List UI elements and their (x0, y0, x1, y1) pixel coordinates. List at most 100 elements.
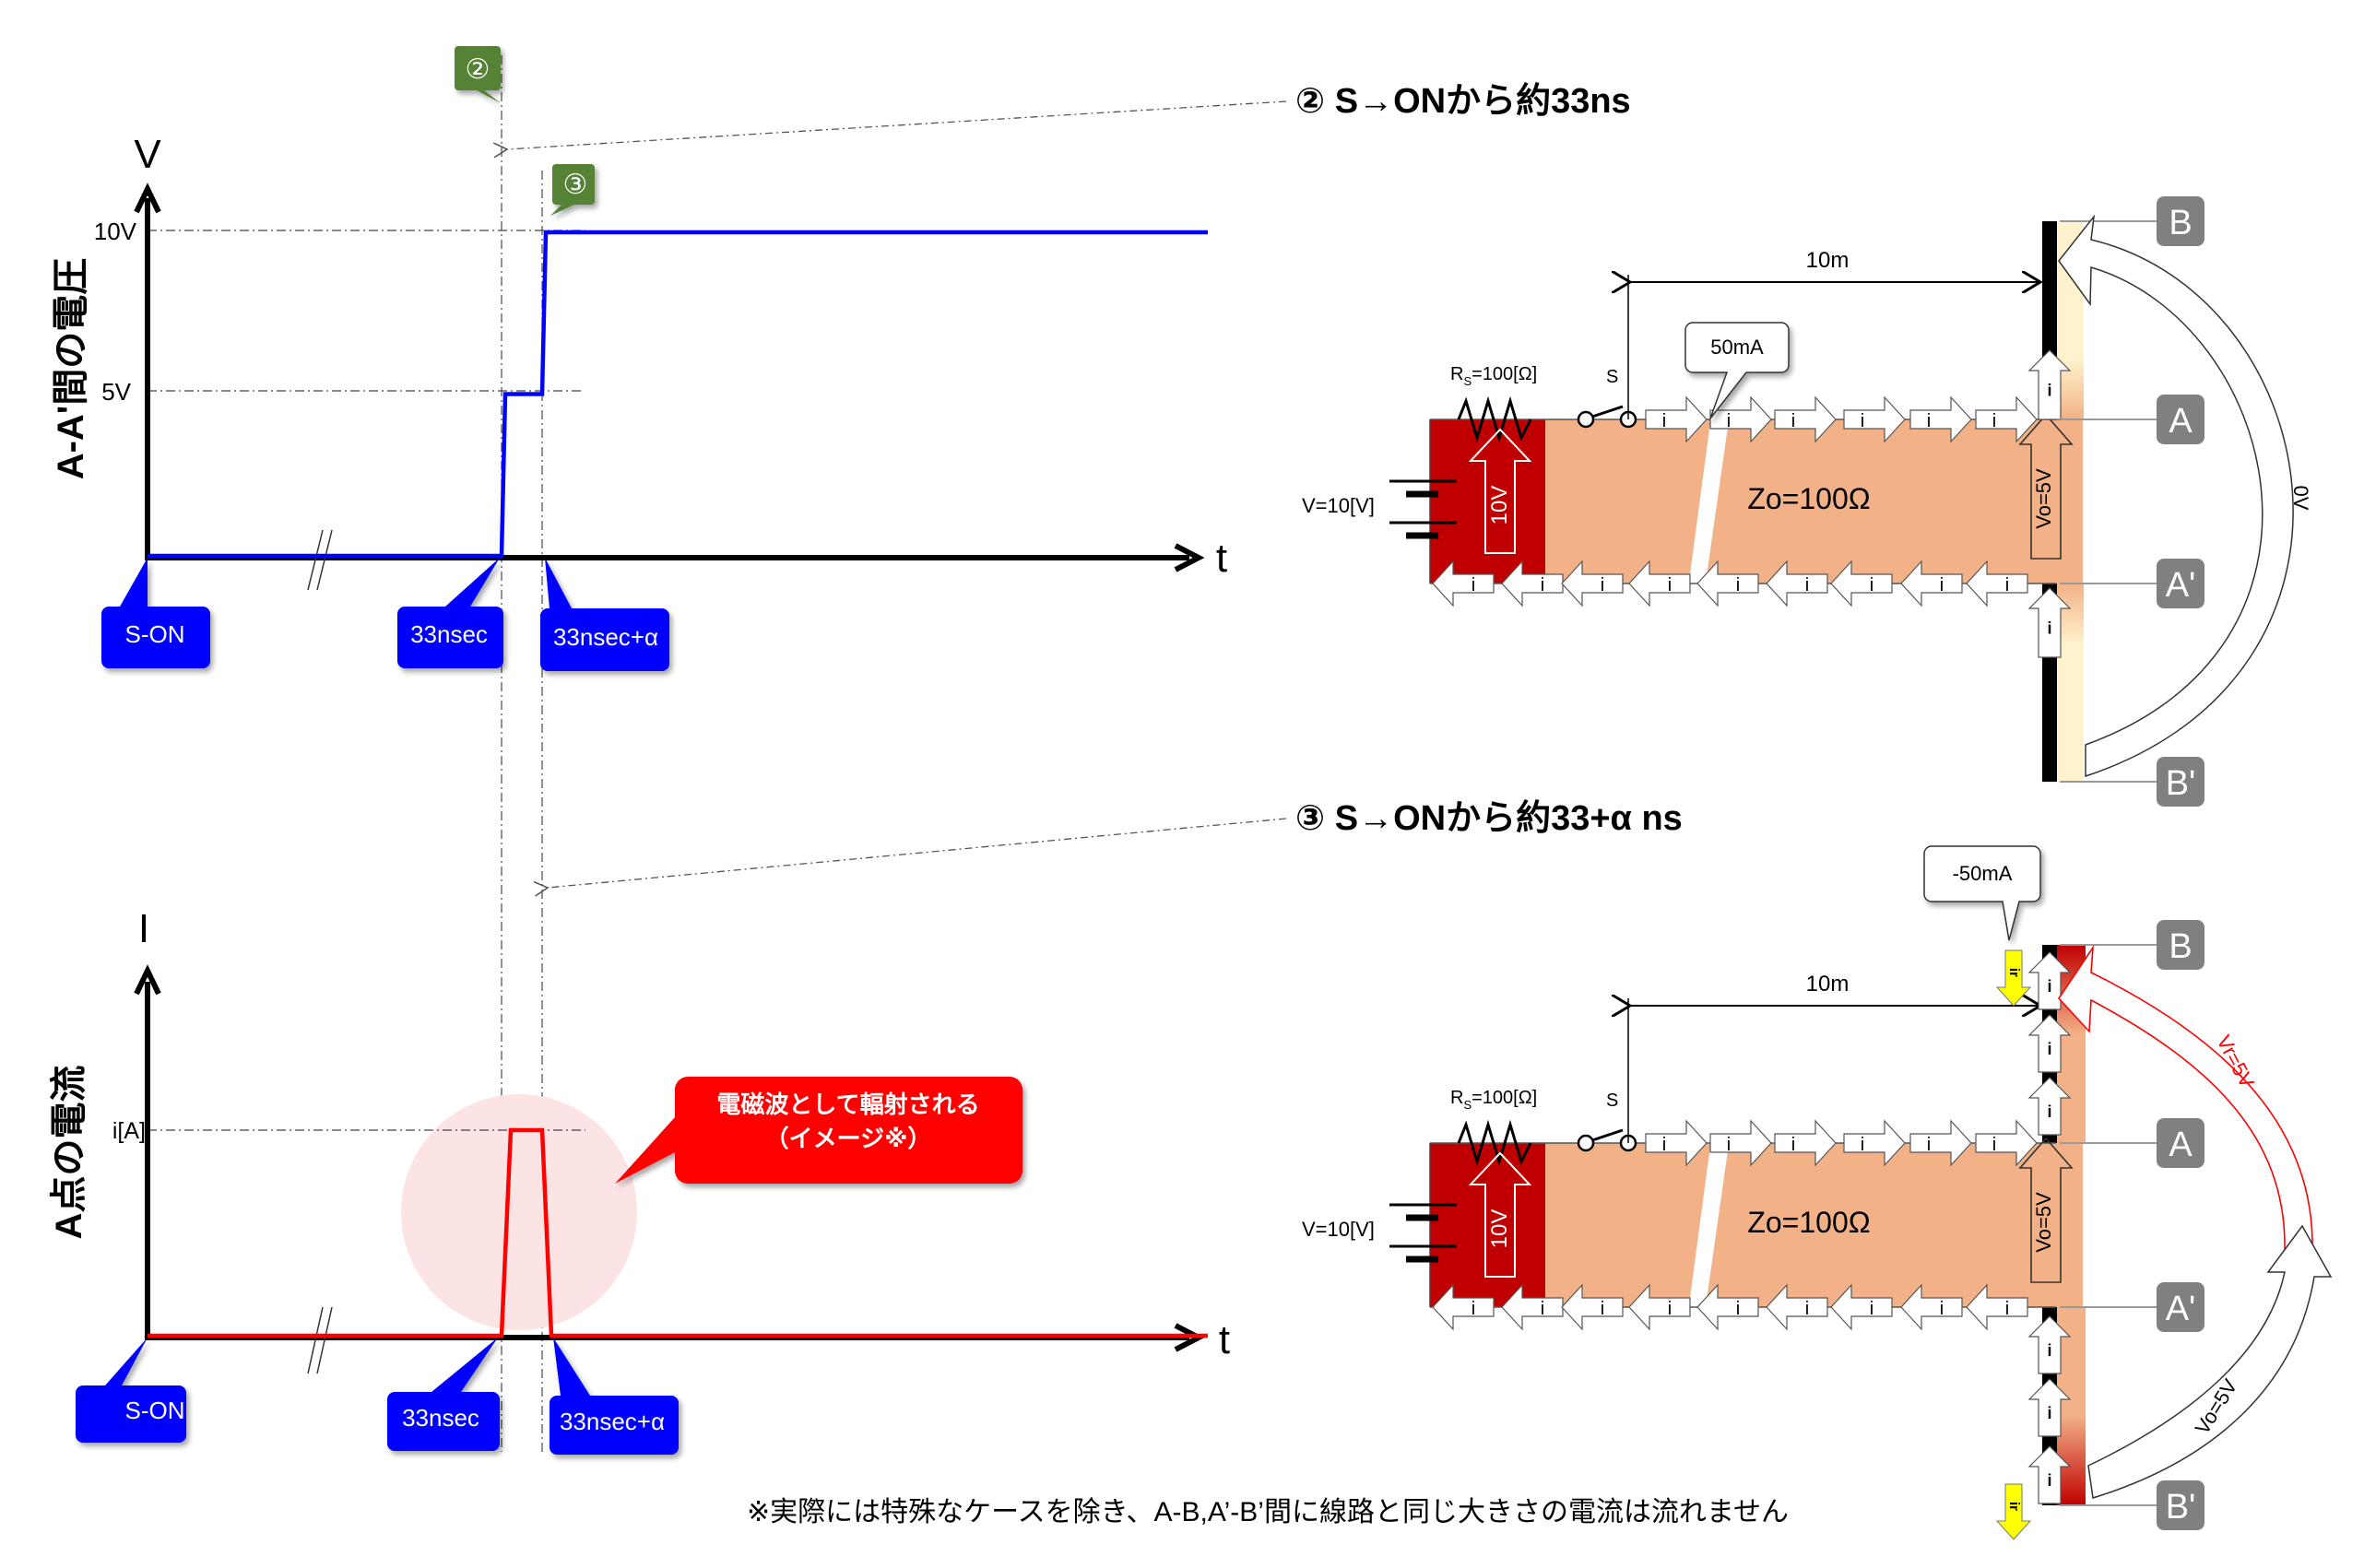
current-arrow-right: i (1975, 395, 2038, 443)
axis-break-mark (307, 1306, 324, 1374)
node-label-a-prime: A' (2060, 559, 2204, 608)
svg-text:i: i (2047, 382, 2051, 400)
y-axis-title: A点の電流 (49, 1066, 89, 1240)
current-arrow-up: i (2027, 1077, 2072, 1136)
svg-text:ir: ir (2006, 1502, 2022, 1511)
line-break-mark (1686, 401, 1732, 602)
svg-text:i: i (1805, 1299, 1809, 1319)
current-callout: 50mA (1684, 322, 1790, 419)
current-arrow-left: i (1900, 1283, 1963, 1331)
current-trace (148, 1127, 1208, 1338)
current-arrow-left: i (1830, 1283, 1893, 1331)
svg-text:Vo=5V: Vo=5V (2032, 1192, 2055, 1253)
node-label-a: A (2060, 1118, 2204, 1168)
svg-text:S-ON: S-ON (125, 1397, 185, 1424)
svg-text:i: i (1870, 575, 1873, 595)
svg-text:33nsec+α: 33nsec+α (553, 623, 658, 651)
svg-text:i: i (1601, 1299, 1604, 1319)
current-arrow-right: i (1709, 1119, 1772, 1167)
node-label-a-prime: A' (2060, 1282, 2204, 1332)
svg-text:i: i (1791, 1135, 1795, 1155)
svg-text:B': B' (2166, 1488, 2196, 1527)
current-arrow-right: i (1645, 1119, 1708, 1167)
tick-10v: 10V (94, 218, 137, 245)
current-arrow-up: i (2027, 587, 2072, 658)
source-body (1430, 1143, 1545, 1307)
transmission-line-body (1545, 1143, 2083, 1307)
resistor-rs-label: RS=100[Ω] (1450, 1088, 1537, 1112)
resistor-rs-icon (1457, 1119, 1532, 1167)
node-label-b: B (2060, 196, 2204, 246)
current-arrow-up: i (2027, 1315, 2072, 1374)
marker-step2: ② (455, 46, 501, 103)
svg-text:i: i (1601, 575, 1604, 595)
current-arrow-left: i (1696, 560, 1759, 607)
voltage-arc-0v: 0V (2058, 214, 2312, 778)
current-arrow-left: i (1966, 560, 2028, 607)
switch-label: S (1606, 1091, 1618, 1111)
reflected-current-arrow: ir (1995, 949, 2032, 1007)
y-axis-title: A-A'間の電圧 (51, 258, 91, 480)
svg-text:i: i (1940, 1299, 1944, 1319)
svg-text:10V: 10V (1487, 1209, 1512, 1249)
axis-break-mark (316, 529, 333, 591)
current-arrow-left: i (1766, 560, 1828, 607)
svg-text:33nsec+α: 33nsec+α (560, 1408, 665, 1435)
svg-text:A: A (2169, 1126, 2193, 1164)
current-chart: I t i[A] A点の電流 電磁波として輻射される （イメージ※） S-ON … (49, 906, 1230, 1455)
current-arrow-right: i (1975, 1119, 2038, 1167)
x-axis-arrowhead (1174, 543, 1205, 572)
source-body (1430, 419, 1545, 584)
voltage-arc-vr: Vr=5V (2057, 945, 2313, 1250)
svg-text:i: i (1472, 575, 1475, 595)
footnote: ※実際には特殊なケースを除き、A-B,A’-B’間に線路と同じ大きさの電流は流れ… (747, 1497, 1789, 1527)
current-arrow-right: i (1774, 1119, 1837, 1167)
voltage-chart: V t 10V 5V A-A'間の電圧 ② ③ S-ON 33nsec 33ns… (51, 46, 1227, 1452)
radiation-glow (401, 1094, 637, 1330)
svg-text:i: i (2047, 1102, 2051, 1121)
node-label-a: A (2060, 395, 2204, 444)
callout-33nsec-alpha: 33nsec+α (550, 1338, 679, 1455)
vo-voltage-arrow: Vo=5V (2018, 413, 2074, 560)
svg-text:Vo=5V: Vo=5V (2032, 468, 2055, 529)
y-axis-arrowhead (134, 183, 161, 214)
axis-break-mark (316, 1306, 333, 1374)
svg-text:i: i (2047, 1404, 2051, 1422)
svg-text:i: i (2005, 575, 2009, 595)
node-label-b-prime: B' (2060, 757, 2204, 807)
step2-heading: ② S→ONから約33ns (1295, 82, 1631, 121)
svg-text:i: i (1727, 411, 1731, 431)
current-arrow-left: i (1628, 560, 1691, 607)
svg-text:i: i (2047, 1040, 2051, 1058)
node-label-b-prime: B' (2060, 1480, 2204, 1530)
source-voltage-label: V=10[V] (1302, 1218, 1375, 1241)
leader-step3 (548, 818, 1287, 888)
svg-text:i: i (1927, 1135, 1931, 1155)
svg-text:i: i (1870, 1299, 1873, 1319)
radiation-callout: 電磁波として輻射される （イメージ※） (615, 1077, 1022, 1184)
svg-text:i: i (1992, 411, 1996, 431)
current-arrow-right: i (1843, 1119, 1906, 1167)
current-arrow-up: i (2027, 349, 2072, 420)
svg-text:33nsec: 33nsec (410, 620, 488, 648)
svg-text:i: i (1541, 1299, 1544, 1319)
x-axis-symbol: t (1216, 536, 1227, 581)
transmission-line-body (1545, 419, 2083, 584)
svg-text:A': A' (2166, 1290, 2196, 1328)
current-arrow-left: i (1432, 1283, 1495, 1331)
current-arrow-right: i (1645, 395, 1708, 443)
switch-s-icon (1591, 1128, 1624, 1142)
svg-text:電磁波として輻射される: 電磁波として輻射される (716, 1091, 979, 1118)
current-arrow-right: i (1843, 395, 1906, 443)
line-break-mark (1686, 1125, 1732, 1326)
svg-text:S-ON: S-ON (125, 620, 185, 648)
svg-text:i: i (1668, 575, 1672, 595)
current-arrow-up: i (2027, 1445, 2072, 1504)
current-arrow-left: i (1561, 1283, 1624, 1331)
source-voltage-arrow: 10V (1468, 428, 1532, 554)
current-arrow-left: i (1830, 560, 1893, 607)
impedance-label: Zo=100Ω (1747, 482, 1870, 515)
y-axis-symbol: V (134, 132, 161, 177)
